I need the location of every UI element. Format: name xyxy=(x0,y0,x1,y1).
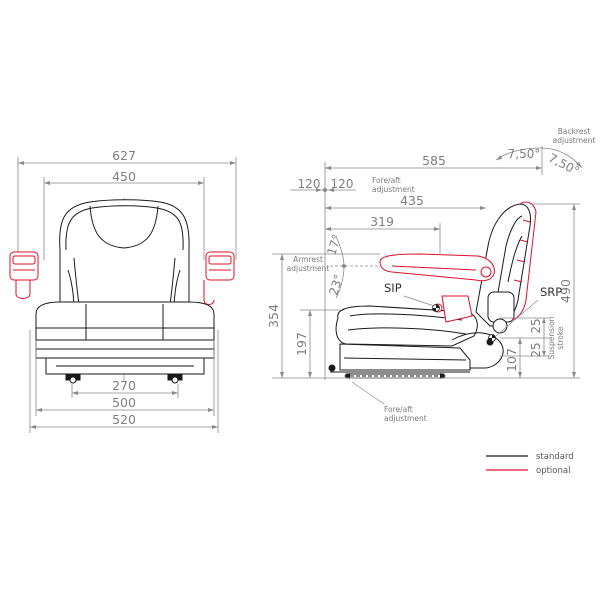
dimension-rail-spacing xyxy=(71,384,179,398)
label-suspension-stroke-2: stroke xyxy=(556,326,565,349)
dimension-base-width xyxy=(35,340,215,416)
dimension-depth-overall xyxy=(324,162,542,380)
dim-base-width-label: 500 xyxy=(112,395,136,410)
dimension-backrest-width xyxy=(43,177,205,260)
label-suspension-stroke-1: Suspension xyxy=(547,316,556,359)
dim-depth-overall-label: 585 xyxy=(422,153,446,168)
dim-rail-spacing-label: 270 xyxy=(112,378,136,393)
dimension-overall-height xyxy=(530,203,580,378)
dim-fore-aft-left-label: 120 xyxy=(298,177,321,191)
dimension-overall-width xyxy=(17,157,237,260)
dim-overall-width-label: 627 xyxy=(112,148,136,163)
dim-overall-height-label: 490 xyxy=(558,279,573,303)
dim-seat-height-label: 197 xyxy=(294,332,309,356)
callout-sip: SIP xyxy=(384,281,402,295)
front-armrest-left-optional xyxy=(9,251,39,299)
dimension-armrest-length xyxy=(325,223,441,258)
dim-depth-435-label: 435 xyxy=(400,193,424,208)
side-armrest-optional xyxy=(379,201,537,323)
label-fore-aft-bottom-2: adjustment xyxy=(384,414,427,423)
dim-armrest-length-label: 319 xyxy=(370,214,394,229)
front-seat-cushion xyxy=(35,301,215,384)
dimension-seat-width xyxy=(29,330,219,433)
dim-backrest-width-label: 450 xyxy=(112,169,136,184)
side-view: 120 120 Fore/aft adjustment 585 435 319 … xyxy=(266,127,595,423)
front-armrest-right-optional xyxy=(203,251,235,305)
front-backrest xyxy=(59,199,190,313)
angle-backrest-forward: 7,50° xyxy=(508,147,541,161)
legend: standard optional xyxy=(486,452,574,476)
dimension-suspension-stroke xyxy=(500,317,550,357)
fore-aft-leader-line xyxy=(351,381,385,405)
label-backrest-adjustment-1: Backrest xyxy=(558,127,591,136)
label-fore-aft-adjustment-1: Fore/aft xyxy=(372,176,401,185)
angle-backrest-back: 7,50° xyxy=(546,151,581,179)
dimension-seat-height xyxy=(300,309,340,378)
dimension-base-height xyxy=(518,338,522,378)
label-fore-aft-bottom-1: Fore/aft xyxy=(384,405,413,414)
dim-suspension-25-upper: 25 xyxy=(529,318,543,333)
sip-marker xyxy=(432,304,440,312)
legend-optional-label: optional xyxy=(536,466,570,476)
label-armrest-adjustment-1: Armrest xyxy=(293,255,323,264)
callout-srp: SRP xyxy=(540,285,562,299)
srp-marker xyxy=(488,334,496,342)
angle-armrest-down: 23° xyxy=(326,272,346,297)
dim-seat-width-label: 520 xyxy=(112,412,136,427)
front-view: 627 450 xyxy=(9,148,237,433)
dim-base-height-label: 107 xyxy=(504,348,519,372)
legend-standard-label: standard xyxy=(536,452,574,462)
angle-armrest-up: 17° xyxy=(324,232,344,257)
sip-leader-line xyxy=(403,295,435,307)
label-armrest-adjustment-2: adjustment xyxy=(287,264,330,273)
dim-suspension-25-lower: 25 xyxy=(529,342,543,357)
label-fore-aft-adjustment-2: adjustment xyxy=(372,185,415,194)
backrest-angle-arcs xyxy=(495,146,583,175)
side-seat-body xyxy=(328,203,531,379)
label-backrest-adjustment-2: adjustment xyxy=(553,136,596,145)
armrest-angle-pivot xyxy=(342,264,346,268)
dimension-armrest-height xyxy=(272,253,380,378)
dim-armrest-height-label: 354 xyxy=(266,304,281,328)
dimension-depth-435 xyxy=(325,206,486,210)
armrest-angle-arc xyxy=(330,235,380,299)
dim-fore-aft-right-label: 120 xyxy=(331,177,354,191)
